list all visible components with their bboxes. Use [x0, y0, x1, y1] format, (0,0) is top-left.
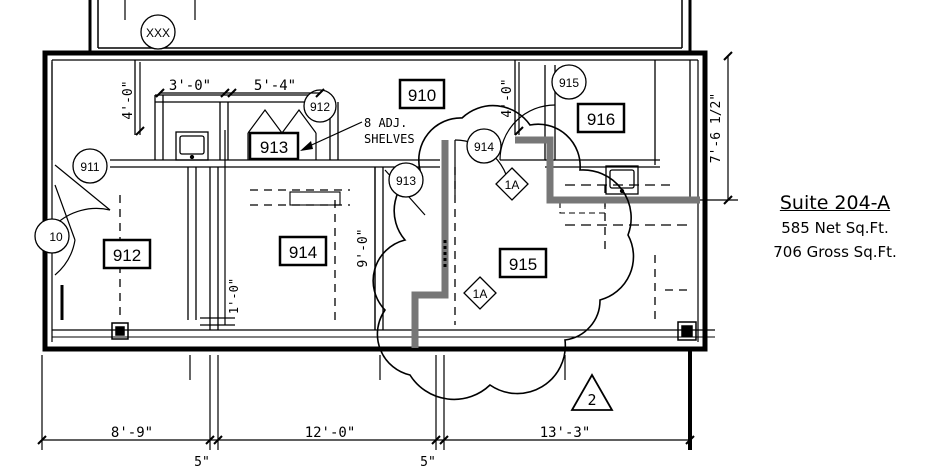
dim-1-0: 1'-0"	[227, 278, 241, 314]
shelves-arrowhead	[300, 141, 313, 151]
exterior-walls	[42, 50, 715, 450]
shelves-leader	[304, 121, 363, 149]
shelves-note-line1: 8 ADJ.	[364, 116, 407, 130]
dim-9-0: 9'-0"	[356, 228, 371, 267]
room-label-912: 912	[113, 246, 141, 265]
room-label-910: 910	[408, 86, 436, 105]
room-label-914: 914	[289, 243, 317, 262]
dim-12-0: 12'-0"	[305, 425, 356, 441]
closet-bifold-doors	[247, 108, 317, 160]
door-tag-914: 914	[474, 140, 494, 154]
net-area: 585 Net Sq.Ft.	[781, 219, 889, 237]
dim-7-6-half: 7'-6 1/2"	[709, 93, 724, 163]
door-tag-circles	[34, 14, 587, 254]
room-label-913: 913	[260, 138, 288, 157]
room-label-915: 915	[509, 255, 537, 274]
keynote-diamonds	[463, 167, 529, 310]
room-label-916: 916	[587, 110, 615, 129]
keynote-1a-lower: 1A	[473, 287, 488, 301]
suite-title: Suite 204-A	[779, 192, 891, 214]
suite-info-block: Suite 204-A 585 Net Sq.Ft. 706 Gross Sq.…	[740, 190, 930, 264]
dimension-lines	[37, 51, 733, 450]
gross-area: 706 Gross Sq.Ft.	[773, 243, 897, 261]
door-tag-913: 913	[396, 174, 416, 188]
dim-4-0-right: 4'-0"	[500, 78, 515, 117]
revision-number: 2	[587, 391, 596, 409]
door-tag-xxx: XXX	[146, 26, 170, 40]
dim-5-4: 5'-4"	[254, 78, 296, 94]
revision-triangle-tag: 2	[570, 373, 614, 411]
door-tag-915: 915	[559, 76, 579, 90]
structural-columns	[111, 321, 697, 341]
upper-structure	[88, 0, 692, 55]
dim-4-0-left: 4'-0"	[121, 80, 136, 119]
dim-5-inch-a: 5"	[194, 455, 210, 470]
dim-5-inch-b: 5"	[420, 455, 436, 470]
door-tag-911: 911	[80, 160, 99, 174]
room-tags	[102, 78, 626, 279]
dim-8-9: 8'-9"	[111, 425, 153, 441]
keynote-1a-upper: 1A	[505, 178, 520, 192]
dim-3-0: 3'-0"	[169, 78, 211, 94]
door-tag-912: 912	[310, 100, 330, 114]
sink-fixtures	[175, 131, 639, 195]
dim-13-3: 13'-3"	[540, 425, 591, 441]
revision-cloud	[372, 104, 635, 401]
door-tag-910: 10	[49, 230, 63, 244]
shelves-note-line2: SHELVES	[364, 132, 415, 146]
new-wall	[411, 136, 700, 348]
